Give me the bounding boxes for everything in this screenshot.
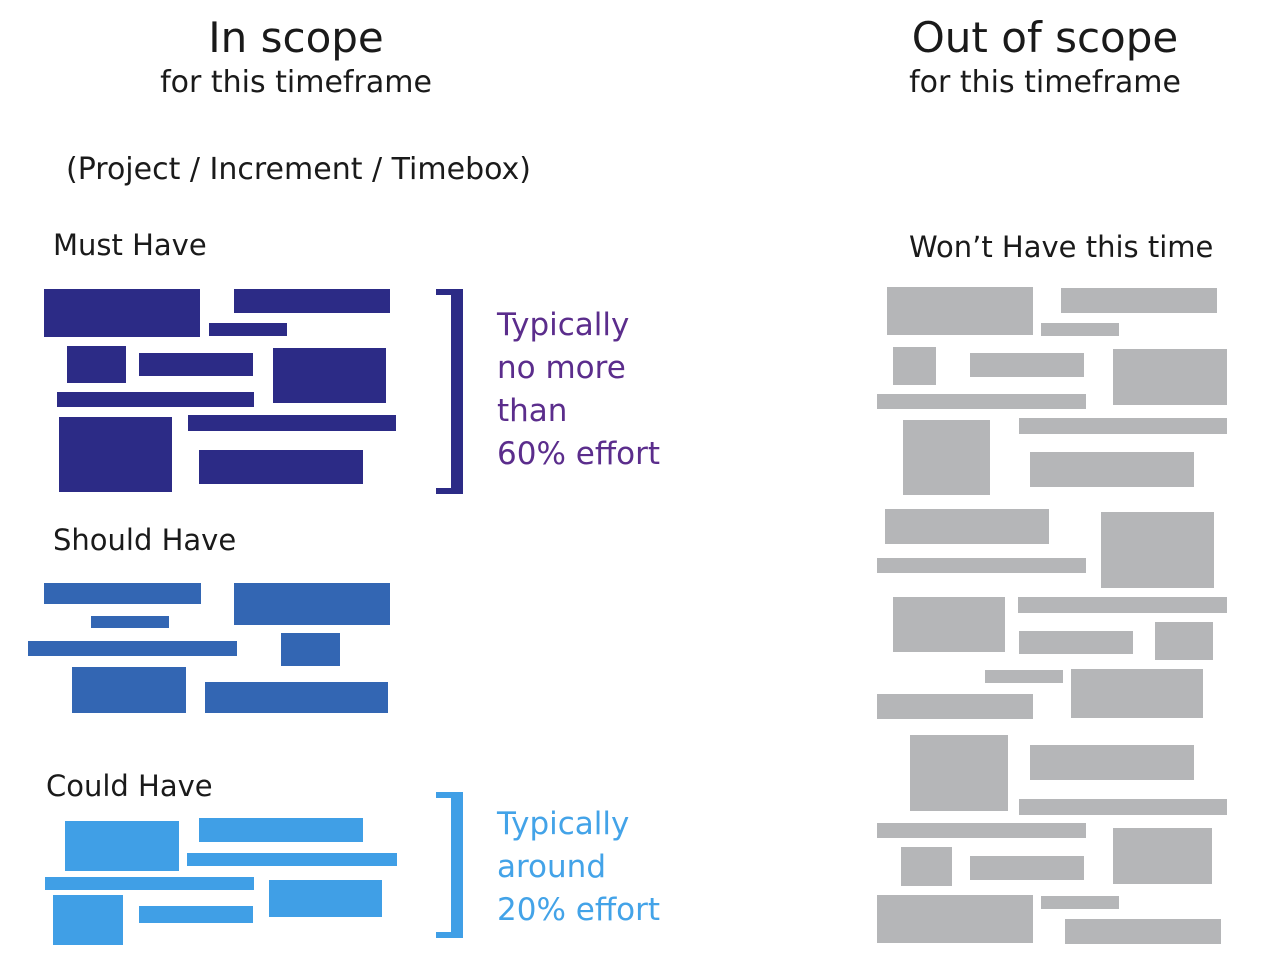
wont-block [1019,799,1227,815]
wont-block [970,353,1084,377]
must-block [44,289,200,337]
wont-block [901,847,952,886]
must-block [234,289,390,313]
must-block [188,415,396,431]
wont-block [887,287,1033,335]
wont-block [1065,919,1221,944]
wont-block [1030,452,1194,487]
must-block [209,323,287,336]
wont-block [1041,323,1119,336]
must-block [139,353,253,376]
must-block [273,348,386,403]
wont-block [893,347,936,385]
should-block [72,667,186,713]
wont-block [893,597,1005,652]
wont-block [985,670,1063,683]
out-of-scope-subtitle: for this timeframe [909,65,1181,100]
wont-block [1071,669,1203,718]
could-block [45,877,254,890]
should-block [234,583,390,625]
could-block [199,818,363,842]
could-block [139,906,253,923]
could-have-bracket [436,792,463,938]
wont-block [910,735,1008,811]
wont-block [885,509,1049,544]
in-scope-subtitle: for this timeframe [160,65,432,100]
must-have-effort-note: Typically no more than 60% effort [497,307,661,472]
could-have-effort-note: Typically around 20% effort [497,806,661,928]
could-block [65,821,179,871]
should-block [44,583,201,604]
wont-block [877,558,1086,573]
wont-block [903,420,990,495]
must-block [67,346,126,383]
wont-have-label: Won’t Have this time [909,230,1214,264]
must-have-label: Must Have [53,228,207,262]
wont-block [1019,418,1227,434]
should-block [205,682,388,713]
out-of-scope-title: Out of scope [911,13,1179,62]
could-block [53,895,123,945]
wont-block [1061,288,1217,313]
could-block [269,880,382,917]
wont-block [1019,631,1133,654]
could-block [187,853,397,866]
wont-block [1018,597,1227,613]
should-block [28,641,237,656]
wont-block [970,856,1084,880]
wont-block [877,694,1033,719]
wont-block [1041,896,1119,909]
should-block [91,616,169,628]
wont-block [1155,622,1213,660]
must-have-bracket [436,289,463,494]
wont-block [877,895,1033,943]
wont-block [1101,512,1214,588]
wont-block [1113,349,1227,405]
could-have-label: Could Have [46,769,213,803]
should-block [281,633,340,666]
must-block [57,392,254,407]
must-block [59,417,172,492]
should-have-label: Should Have [53,523,237,557]
scope-types-note: (Project / Increment / Timebox) [66,152,531,187]
must-block [199,450,363,484]
wont-block [877,394,1086,409]
wont-block [1113,828,1212,884]
wont-block [877,823,1086,838]
wont-block [1030,745,1194,780]
in-scope-title: In scope [208,13,384,62]
